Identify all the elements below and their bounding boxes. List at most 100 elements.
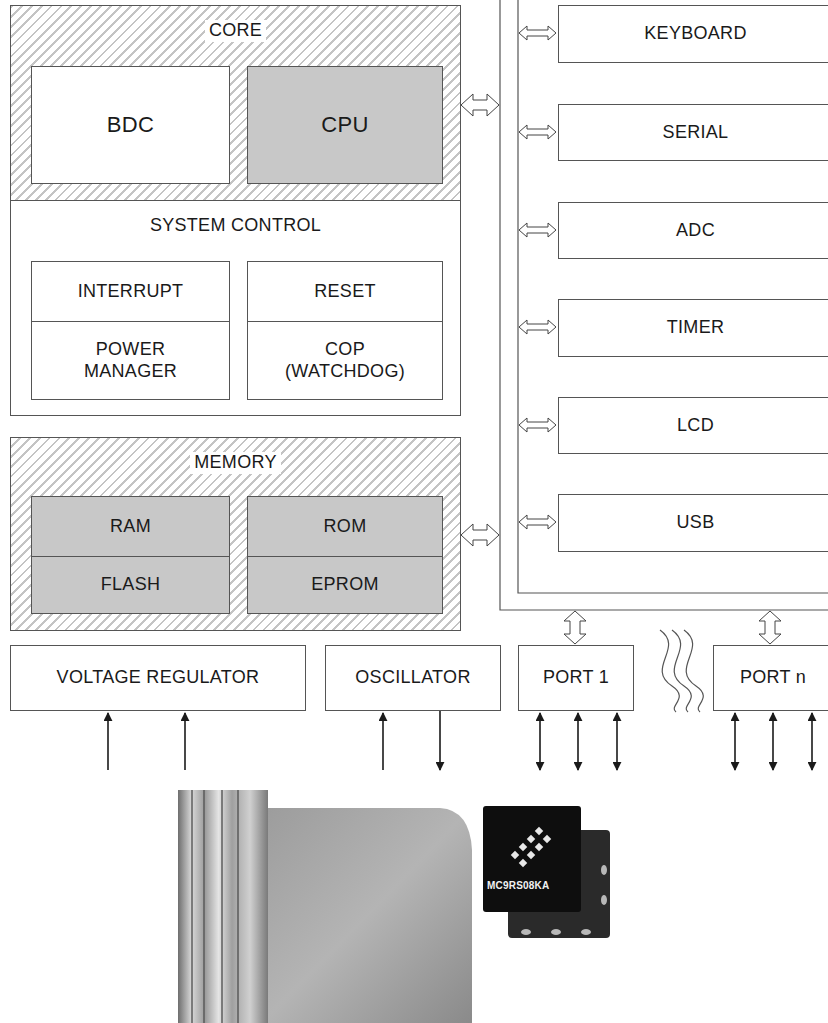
module-box: USB [558, 494, 828, 552]
module-label: USB [677, 512, 715, 534]
io-pin [577, 713, 579, 770]
group-title: SYSTEM CONTROL [146, 215, 325, 237]
title-row: CORE [11, 20, 460, 42]
module-label: EPROM [311, 574, 379, 596]
io-pin [539, 713, 541, 770]
logo-dot [519, 843, 527, 851]
module-label: INTERRUPT [78, 281, 184, 303]
module-box: POWER MANAGER [31, 321, 230, 400]
pad [581, 929, 591, 935]
module-box: RESET [247, 261, 443, 322]
module-label: TIMER [667, 317, 725, 339]
logo-dot [527, 851, 535, 859]
module-box: CPU [247, 66, 443, 184]
module-label: OSCILLATOR [355, 667, 470, 689]
module-box: INTERRUPT [31, 261, 230, 322]
module-label: ADC [676, 220, 715, 242]
wave-line [672, 630, 691, 712]
logo-dot [519, 859, 527, 867]
pin-arrows [108, 711, 812, 770]
pad [551, 929, 561, 935]
module-label: SERIAL [663, 122, 729, 144]
module-label: POWER MANAGER [61, 339, 201, 382]
clock-out-pin [439, 711, 441, 770]
module-box: OSCILLATOR [325, 645, 501, 711]
double-arrow [759, 611, 781, 644]
module-box: ROM [247, 496, 443, 557]
system-control-block: SYSTEM CONTROL INTERRUPT POWER MANAGER RESE… [10, 200, 461, 416]
module-label: PORT 1 [543, 667, 609, 689]
pad [601, 865, 607, 875]
module-label: RESET [314, 281, 376, 303]
module-box: SERIAL [558, 104, 828, 161]
double-arrow [519, 125, 556, 139]
double-arrow [564, 611, 586, 644]
supply-pin [184, 713, 186, 770]
module-box: VOLTAGE REGULATOR [10, 645, 306, 711]
module-box: PORT n [713, 645, 828, 711]
memory-block: MEMORY RAM ROM FLASH EPROM [10, 437, 461, 631]
module-box: COP (WATCHDOG) [247, 321, 443, 400]
module-label: ROM [324, 516, 367, 538]
pencil-eraser-photo [178, 790, 472, 1023]
module-box: TIMER [558, 299, 828, 357]
title-row: MEMORY [11, 452, 460, 474]
double-arrow [519, 26, 556, 40]
module-box: FLASH [31, 556, 230, 614]
wave-line [684, 630, 703, 712]
groove [221, 790, 223, 1023]
module-box: ADC [558, 202, 828, 259]
module-box: PORT 1 [518, 645, 634, 711]
groove [237, 790, 239, 1023]
module-label: VOLTAGE REGULATOR [57, 667, 260, 689]
group-title: MEMORY [190, 452, 280, 474]
groove [203, 790, 205, 1023]
module-label: RAM [110, 516, 151, 538]
io-pin [811, 713, 813, 770]
supply-pin [107, 713, 109, 770]
logo-dot [535, 827, 543, 835]
eraser [262, 808, 472, 1023]
module-box: LCD [558, 397, 828, 454]
chip-logo [511, 827, 551, 867]
title-row: SYSTEM CONTROL [11, 215, 460, 237]
metal-ferrule [178, 790, 268, 1023]
group-title: CORE [205, 20, 266, 42]
double-arrow [461, 524, 499, 546]
double-arrow [519, 418, 556, 432]
chip-marking: MC9RS08KA [487, 880, 549, 891]
clock-in-pin [382, 713, 384, 770]
module-box: RAM [31, 496, 230, 557]
io-pin [616, 713, 618, 770]
double-arrow [519, 515, 556, 529]
io-pin [734, 713, 736, 770]
pad [601, 895, 607, 905]
module-box: EPROM [247, 556, 443, 614]
module-label: KEYBOARD [644, 23, 746, 45]
double-arrow [519, 320, 556, 334]
module-label: LCD [677, 415, 714, 437]
groove [191, 790, 193, 1023]
io-pin [772, 713, 774, 770]
module-box: KEYBOARD [558, 5, 828, 63]
logo-dot [543, 835, 551, 843]
module-label: BDC [107, 112, 154, 138]
logo-dot [535, 843, 543, 851]
pad [521, 929, 531, 935]
module-label: FLASH [101, 574, 161, 596]
module-label: COP (WATCHDOG) [270, 339, 420, 382]
ferrule-grooves [192, 790, 238, 1023]
module-label: PORT n [740, 667, 806, 689]
module-box: BDC [31, 66, 230, 184]
double-arrow [461, 94, 499, 116]
chip-front [483, 806, 581, 912]
chip-photo [483, 806, 610, 938]
ellipsis-waves [660, 630, 703, 712]
wave-line [660, 630, 679, 712]
module-label: CPU [321, 112, 368, 138]
core-block: CORE BDC CPU [10, 5, 461, 201]
logo-dot [511, 851, 519, 859]
logo-dot [527, 835, 535, 843]
double-arrow [519, 223, 556, 237]
